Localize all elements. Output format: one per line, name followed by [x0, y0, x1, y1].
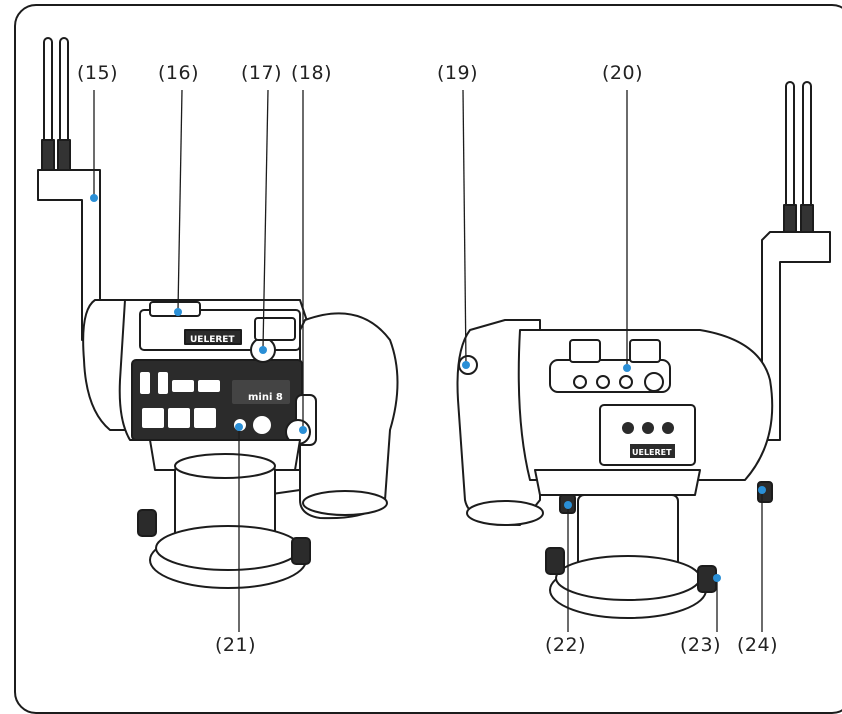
callout-20: (20)	[602, 62, 644, 84]
pointer-markers	[90, 194, 766, 582]
callout-18: (18)	[291, 62, 333, 84]
right-unit	[456, 81, 831, 619]
callout-22: (22)	[545, 634, 587, 656]
left-right-cylinder	[299, 312, 399, 520]
left-unit	[37, 37, 399, 589]
callout-24: (24)	[737, 634, 779, 656]
right-antenna-bracket	[761, 231, 831, 441]
callout-16: (16)	[158, 62, 200, 84]
left-antennas	[41, 37, 71, 173]
left-brand-marking: UELERET	[190, 335, 235, 345]
leader-lines	[93, 89, 763, 632]
right-brand-marking: UELERET	[632, 448, 672, 457]
callout-21: (21)	[215, 634, 257, 656]
callout-19: (19)	[437, 62, 479, 84]
callout-23: (23)	[680, 634, 722, 656]
callout-15: (15)	[77, 62, 119, 84]
model-marking: mini 8	[248, 392, 283, 403]
callout-17: (17)	[241, 62, 283, 84]
